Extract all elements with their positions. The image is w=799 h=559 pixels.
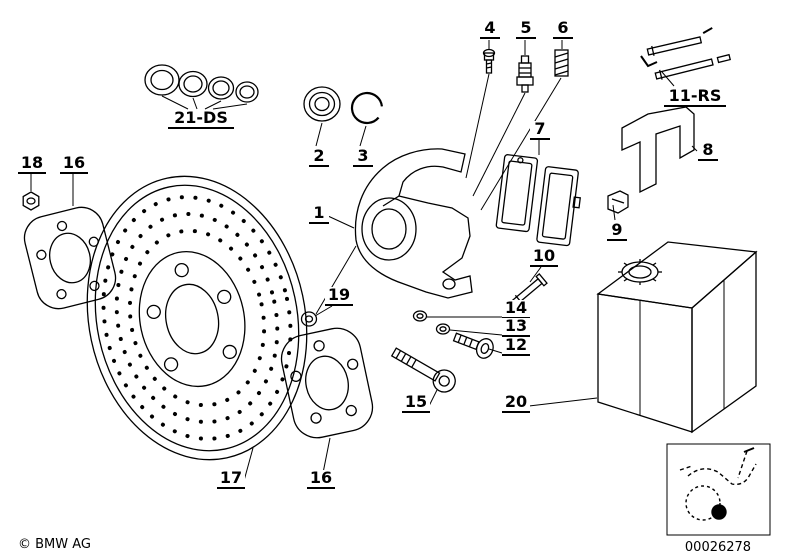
spring (554, 49, 569, 77)
retaining-clip (621, 106, 695, 194)
seal-kit (144, 64, 259, 103)
spring-plate (607, 190, 629, 214)
brake-caliper (354, 148, 473, 299)
callout-15[interactable]: 15 (402, 394, 430, 413)
washer-14 (412, 310, 428, 322)
bolt-short (452, 332, 494, 359)
callout-19[interactable]: 19 (325, 287, 353, 306)
circlip (350, 91, 384, 125)
callout-10[interactable]: 10 (530, 248, 558, 267)
callout-13[interactable]: 13 (502, 318, 530, 337)
callout-5[interactable]: 5 (516, 20, 536, 39)
callout-12[interactable]: 12 (502, 337, 530, 356)
copyright-text: © BMW AG (18, 537, 91, 552)
callout-17[interactable]: 17 (217, 470, 245, 489)
fluid-reservoir (596, 241, 758, 434)
callout-6[interactable]: 6 (553, 20, 573, 39)
motorcycle-icon (679, 447, 757, 521)
reservoir-cap (618, 259, 662, 285)
callout-20[interactable]: 20 (502, 394, 530, 413)
callout-16-right[interactable]: 16 (307, 470, 335, 489)
callout-8[interactable]: 8 (698, 142, 718, 161)
brake-disc (86, 175, 308, 461)
piston-seal (303, 86, 341, 122)
callout-1[interactable]: 1 (309, 205, 329, 224)
bolt-long (390, 347, 456, 393)
callout-16-left[interactable]: 16 (60, 155, 88, 174)
callout-21-DS[interactable]: 21-DS (168, 110, 234, 129)
pad-pin-set (640, 27, 732, 80)
callout-2[interactable]: 2 (309, 148, 329, 167)
callout-9[interactable]: 9 (607, 222, 627, 241)
hex-nut (22, 191, 40, 211)
callout-18[interactable]: 18 (18, 155, 46, 174)
bleed-screw (482, 48, 496, 74)
leader-lines (30, 40, 698, 489)
mounting-flange-left (23, 206, 117, 310)
legend-box (666, 443, 771, 536)
diagram-code: 00026278 (684, 540, 752, 555)
washer-13 (435, 323, 451, 335)
callout-4[interactable]: 4 (480, 20, 500, 39)
callout-3[interactable]: 3 (353, 148, 373, 167)
washer-small (300, 311, 318, 327)
mounting-flange-right (280, 327, 374, 439)
callout-7[interactable]: 7 (530, 121, 550, 140)
brake-pads (495, 154, 581, 247)
valve-fitting (516, 55, 534, 93)
callout-11-RS[interactable]: 11-RS (664, 88, 726, 107)
